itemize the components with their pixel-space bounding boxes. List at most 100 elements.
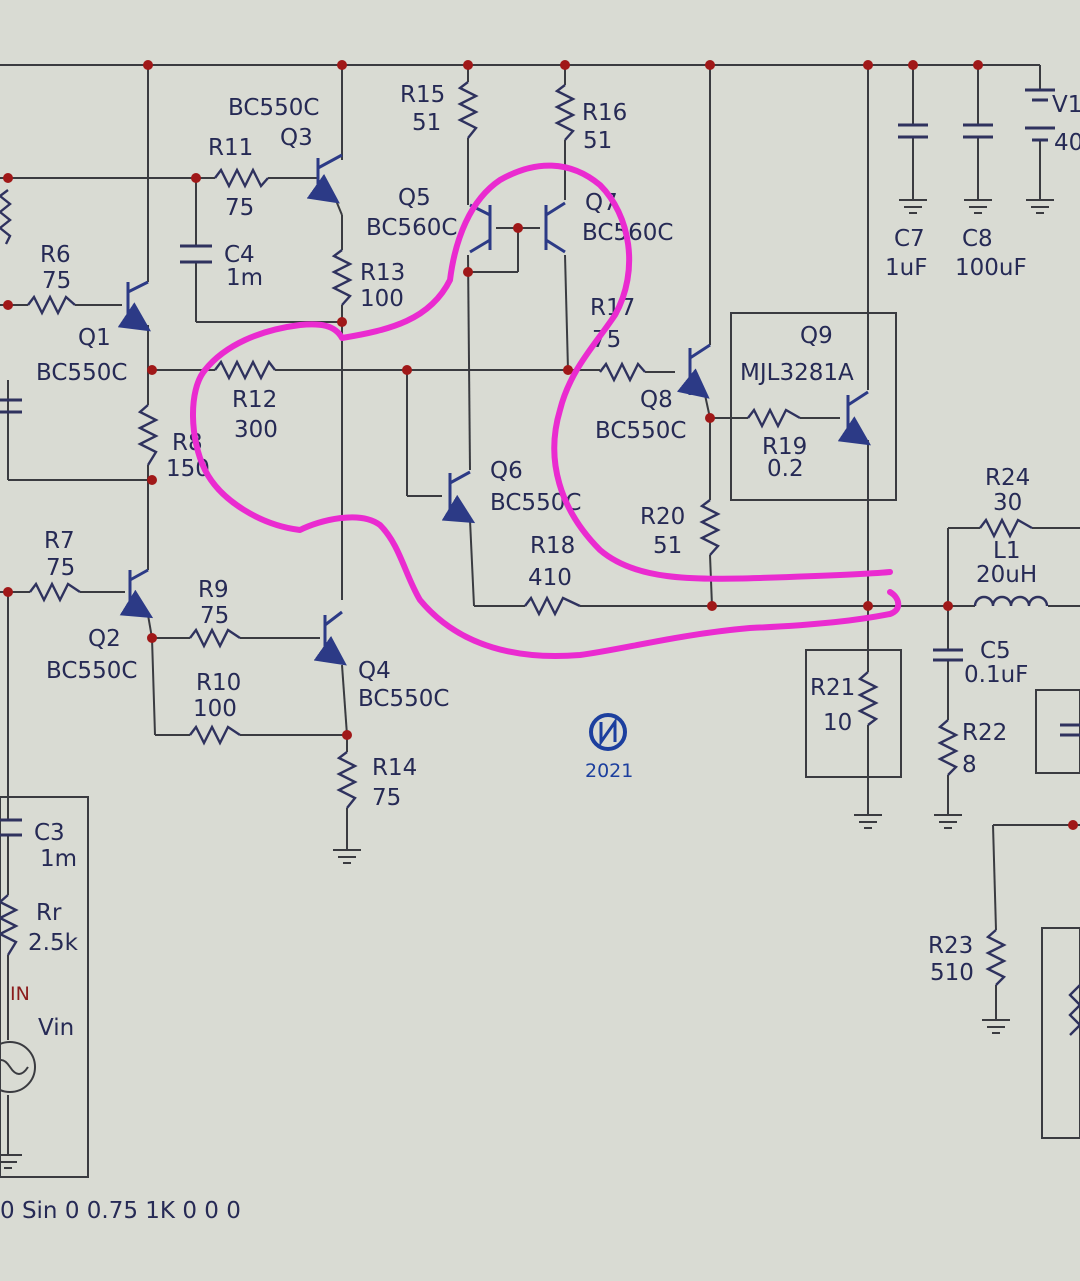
r9-label: R9: [198, 577, 229, 603]
q8-label: Q8: [640, 387, 673, 413]
capacitor-right-partial: [1060, 723, 1080, 737]
resistor-r6: [27, 294, 76, 316]
r9-value: 75: [200, 603, 229, 629]
q5-label: Q5: [398, 185, 431, 211]
r24-value: 30: [993, 490, 1022, 516]
ground-symbols: [0, 199, 1054, 1169]
r24-label: R24: [985, 465, 1030, 491]
transistor-q1: [117, 280, 151, 332]
resistor-r16: [554, 84, 576, 141]
r10-value: 100: [193, 696, 237, 722]
capacitors: [0, 88, 1080, 837]
transistor-q3: [306, 153, 343, 204]
r11-label: R11: [208, 135, 253, 161]
r23-label: R23: [928, 933, 973, 959]
component-boxes: [0, 312, 1080, 1178]
component-labels: BC550C Q3 R11 75 R15 51 R16 51 V1 40 Q5 …: [0, 82, 1080, 1224]
r18-label: R18: [530, 533, 575, 559]
resistor-rr: [0, 894, 19, 956]
resistor-r8: [137, 404, 159, 466]
capacitor-left-partial: [0, 398, 22, 414]
r14-value: 75: [372, 785, 401, 811]
transistor-q4: [313, 610, 347, 666]
q4-model: BC550C: [358, 686, 449, 712]
r10-label: R10: [196, 670, 241, 696]
capacitor-c8: [963, 123, 993, 139]
junction-nodes: [3, 60, 1078, 830]
r19-label: R19: [762, 434, 807, 460]
resistor-r15: [457, 81, 479, 139]
resistor-r10: [189, 724, 241, 746]
resistor-r21: [857, 671, 879, 726]
q5-model: BC560C: [366, 215, 457, 241]
c7-label: C7: [894, 226, 925, 252]
q1-model: BC550C: [36, 360, 127, 386]
q2-label: Q2: [88, 626, 121, 652]
transistor-q2: [119, 568, 154, 619]
r12-value: 300: [234, 417, 278, 443]
capacitor-c3: [0, 818, 22, 837]
q3-model-label: BC550C: [228, 95, 319, 121]
transistors: [117, 153, 871, 666]
l1-value: 20uH: [976, 562, 1037, 588]
voltage-source-vin: [0, 1041, 36, 1093]
transistor-q6: [441, 470, 476, 524]
capacitor-c5: [933, 648, 963, 662]
r23-value: 510: [930, 960, 974, 986]
rr-value: 2.5k: [28, 930, 79, 956]
q9-model: MJL3281A: [740, 360, 854, 386]
resistor-r12: [214, 359, 276, 381]
logo-year: 2021: [585, 760, 633, 782]
r12-label: R12: [232, 387, 277, 413]
hand-drawn-highlight-loop: [190, 162, 902, 660]
r14-label: R14: [372, 755, 417, 781]
v1-value: 40: [1054, 130, 1080, 156]
r21-value: 10: [823, 710, 852, 736]
in-node-label: IN: [10, 983, 30, 1005]
resistor-r23: [985, 929, 1007, 986]
q6-label: Q6: [490, 458, 523, 484]
resistor-r9: [189, 627, 241, 649]
resistor-r17: [599, 361, 646, 383]
c4-label: C4: [224, 242, 255, 268]
r20-label: R20: [640, 504, 685, 530]
q8-model: BC550C: [595, 418, 686, 444]
q9-label: Q9: [800, 323, 833, 349]
r7-label: R7: [44, 528, 75, 554]
resistor-r13: [331, 249, 353, 306]
r16-label: R16: [582, 100, 627, 126]
rr-label: Rr: [36, 900, 62, 926]
resistors: [0, 81, 1080, 1036]
r11-value: 75: [225, 195, 254, 221]
r13-label: R13: [360, 260, 405, 286]
c4-value: 1m: [226, 265, 263, 291]
c8-label: C8: [962, 226, 993, 252]
resistor-r19: [747, 407, 801, 429]
r13-value: 100: [360, 286, 404, 312]
multisim-logo: 2021: [585, 713, 633, 782]
r22-value: 8: [962, 752, 977, 778]
transistor-q8: [676, 343, 711, 399]
q1-label: Q1: [78, 325, 111, 351]
q2-model: BC550C: [46, 658, 137, 684]
resistor-r7: [29, 581, 81, 603]
vin-label: Vin: [38, 1015, 74, 1041]
r22-label: R22: [962, 720, 1007, 746]
l1-label: L1: [993, 538, 1020, 564]
q3-label: Q3: [280, 125, 313, 151]
r16-value: 51: [583, 128, 612, 154]
c3-value: 1m: [40, 846, 77, 872]
resistor-r24: [979, 517, 1033, 539]
capacitor-c7: [898, 123, 928, 139]
r6-value: 75: [42, 268, 71, 294]
transistor-q9: [837, 390, 871, 446]
resistor-r20: [699, 499, 721, 556]
r7-value: 75: [46, 555, 75, 581]
transistor-q7: [544, 201, 566, 254]
resistor-r22: [937, 719, 959, 776]
r15-value: 51: [412, 110, 441, 136]
r18-value: 410: [528, 565, 572, 591]
c7-value: 1uF: [885, 255, 927, 281]
r15-label: R15: [400, 82, 445, 108]
